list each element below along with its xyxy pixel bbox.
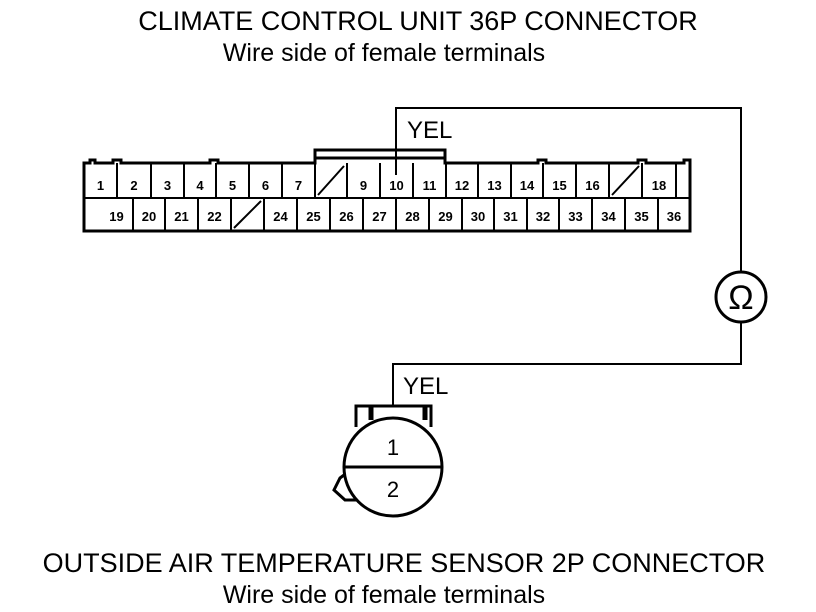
top-connector-subtitle: Wire side of female terminals [223,39,545,67]
terminal-label: 33 [568,209,582,224]
terminal-label: 2 [130,178,137,193]
top-connector-outline [82,148,692,233]
bottom-connector: 1 2 [332,404,444,518]
terminal-label: 13 [487,178,501,193]
terminal-label: 14 [520,178,535,193]
terminal-label: 16 [585,178,599,193]
sensor-pin-1: 1 [387,435,399,460]
bottom-wire-color-label: YEL [403,373,448,400]
bottom-connector-title: OUTSIDE AIR TEMPERATURE SENSOR 2P CONNEC… [43,548,766,578]
unused-cavity-slash [233,200,262,229]
terminal-label: 29 [438,209,452,224]
sensor-pin-2: 2 [387,477,399,502]
terminal-label: 11 [423,178,437,193]
terminal-label: 25 [306,209,320,224]
top-connector-title: CLIMATE CONTROL UNIT 36P CONNECTOR [138,6,698,36]
bottom-connector-subtitle: Wire side of female terminals [223,581,545,609]
terminal-label: 22 [207,209,221,224]
terminal-label: 3 [164,178,171,193]
terminal-label: 34 [601,209,616,224]
ohm-symbol: Ω [728,279,753,317]
ohmmeter-icon: Ω [714,270,768,324]
wire-upper [395,107,742,272]
unused-cavity-slash [611,165,640,196]
terminal-label: 4 [196,178,204,193]
terminal-label: 15 [552,178,566,193]
terminal-label: 6 [262,178,269,193]
terminal-label: 1 [97,178,104,193]
terminal-label: 10 [389,178,403,193]
wire-lower [392,322,742,405]
terminal-label: 27 [372,209,386,224]
unused-cavity-slash [317,165,345,196]
terminal-label: 31 [503,209,517,224]
terminal-label: 24 [273,209,288,224]
terminal-label: 12 [455,178,469,193]
terminal-label: 35 [634,209,648,224]
top-wire-color-label: YEL [407,117,452,144]
terminal-label: 21 [174,209,188,224]
terminal-label: 32 [536,209,550,224]
terminal-label: 7 [295,178,302,193]
connector-tabs [354,404,433,427]
terminal-label: 20 [142,209,156,224]
ohmmeter-circle [714,270,768,324]
terminal-label: 5 [229,178,236,193]
terminal-label: 36 [667,209,681,224]
terminal-label: 26 [339,209,353,224]
terminal-label: 30 [471,209,485,224]
terminal-label: 19 [109,209,123,224]
yel-wire-circuit: YEL YEL [392,107,742,405]
terminal-label: 28 [405,209,419,224]
terminal-label: 9 [360,178,367,193]
terminal-label: 18 [652,178,666,193]
